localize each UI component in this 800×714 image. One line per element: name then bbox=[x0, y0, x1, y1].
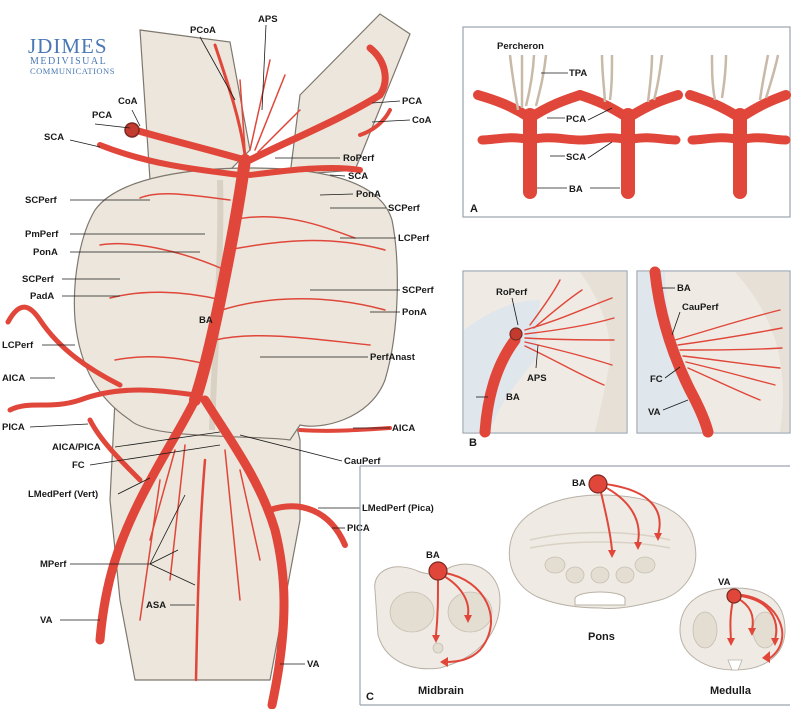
label-pona-left: PonA bbox=[33, 247, 58, 258]
label-pona-right: PonA bbox=[402, 307, 427, 318]
panel-c-medulla-section bbox=[679, 587, 786, 671]
left-vertebral-artery bbox=[95, 395, 200, 645]
label-scperf-right-top: SCPerf bbox=[388, 203, 421, 214]
label-lcperf-right: LCPerf bbox=[398, 233, 430, 244]
label-scperf-right-mid: SCPerf bbox=[402, 285, 435, 296]
anterior-spinal-artery bbox=[194, 458, 207, 682]
main-arteries bbox=[5, 43, 392, 710]
label-va-right: VA bbox=[307, 659, 320, 670]
label-pica-right: PICA bbox=[347, 523, 370, 534]
panel-c-pons-section bbox=[508, 474, 697, 609]
left-pca bbox=[131, 126, 249, 164]
panel-a-letter: A bbox=[470, 203, 478, 215]
label-aica-left: AICA bbox=[2, 373, 25, 384]
left-pica bbox=[87, 417, 143, 483]
panel-c-label-ba-pons: BA bbox=[572, 478, 586, 489]
label-sca-right: SCA bbox=[348, 171, 368, 182]
right-cerebral-peduncle bbox=[289, 13, 411, 176]
panel-c-midbrain-section bbox=[374, 561, 501, 670]
label-mperf: MPerf bbox=[40, 559, 67, 570]
label-pcoa: PCoA bbox=[190, 25, 216, 36]
label-pica-left: PICA bbox=[2, 422, 25, 433]
panel-a: Percheron TPA PCA SCA BA A bbox=[462, 26, 791, 218]
label-perfanast: PerfAnast bbox=[370, 352, 416, 363]
logo-line1: JDIMES bbox=[28, 34, 108, 58]
panel-a-variant-2 bbox=[575, 54, 683, 199]
label-fc: FC bbox=[72, 460, 85, 471]
panel-c-label-ba-midbrain: BA bbox=[426, 550, 440, 561]
panel-b-label-ba-right: BA bbox=[677, 283, 691, 294]
label-coa-left: CoA bbox=[118, 96, 138, 107]
right-sca bbox=[247, 164, 363, 178]
right-pca bbox=[246, 44, 389, 164]
left-sca bbox=[97, 142, 243, 178]
medulla bbox=[109, 399, 301, 681]
panel-b-label-va: VA bbox=[648, 407, 661, 418]
label-lcperf-left: LCPerf bbox=[2, 340, 34, 351]
label-va-left: VA bbox=[40, 615, 53, 626]
panel-a-label-sca: SCA bbox=[566, 152, 586, 163]
label-roperf: RoPerf bbox=[343, 153, 375, 164]
panel-b-label-cauperf: CauPerf bbox=[682, 302, 719, 313]
right-aica bbox=[298, 426, 392, 433]
left-aica bbox=[7, 387, 198, 413]
main-leaders bbox=[29, 24, 411, 665]
left-cerebral-peduncle bbox=[139, 29, 251, 191]
pcoa bbox=[213, 43, 247, 157]
panel-a-label-tpa: TPA bbox=[569, 68, 587, 79]
logo: JDIMES MEDIVISUAL COMMUNICATIONS bbox=[28, 34, 115, 76]
label-asa: ASA bbox=[146, 600, 166, 611]
label-aps: APS bbox=[258, 14, 278, 25]
label-pada: PadA bbox=[30, 291, 54, 302]
panel-c-label-va: VA bbox=[718, 577, 731, 588]
label-pca-left: PCA bbox=[92, 110, 112, 121]
pons bbox=[73, 167, 398, 441]
panel-a-label-ba: BA bbox=[569, 184, 583, 195]
label-pca-right: PCA bbox=[402, 96, 422, 107]
panel-c-title-pons: Pons bbox=[588, 631, 615, 643]
logo-line3: COMMUNICATIONS bbox=[30, 66, 115, 76]
right-pica bbox=[267, 503, 348, 548]
main-labels: PCoA APS CoA PCA SCA PCA CoA RoPerf SCA … bbox=[2, 14, 435, 670]
panel-b-label-fc: FC bbox=[650, 374, 663, 385]
label-cauperf: CauPerf bbox=[344, 456, 381, 467]
label-lmedperf-pica: LMedPerf (Pica) bbox=[362, 503, 434, 514]
right-vertebral-artery bbox=[200, 395, 289, 710]
panel-c-title-medulla: Medulla bbox=[710, 685, 752, 697]
label-lmedperf-vert: LMedPerf (Vert) bbox=[28, 489, 98, 500]
panel-c-letter: C bbox=[366, 691, 374, 703]
panel-a-variant-3 bbox=[685, 54, 791, 199]
right-coa bbox=[358, 108, 392, 137]
panel-a-label-percheron: Percheron bbox=[497, 41, 544, 52]
label-pmperf: PmPerf bbox=[25, 229, 59, 240]
label-aica-right: AICA bbox=[392, 423, 415, 434]
label-ba: BA bbox=[199, 315, 213, 326]
panel-b-label-ba-left: BA bbox=[506, 392, 520, 403]
label-scperf-left-top: SCPerf bbox=[25, 195, 58, 206]
panel-c: BA BA VA Pons Midbrain Medulla C bbox=[359, 465, 790, 706]
panel-a-label-pca: PCA bbox=[566, 114, 586, 125]
logo-line2: MEDIVISUAL bbox=[30, 56, 107, 67]
panel-b-label-aps: APS bbox=[527, 373, 547, 384]
basilar-artery bbox=[189, 154, 251, 406]
panel-b: RoPerf APS BA B BA CauPerf FC VA bbox=[462, 266, 791, 449]
label-aica-pica: AICA/PICA bbox=[52, 442, 101, 453]
label-scperf-left-mid: SCPerf bbox=[22, 274, 55, 285]
label-coa-right: CoA bbox=[412, 115, 432, 126]
panel-c-title-midbrain: Midbrain bbox=[418, 685, 464, 697]
label-pona-top: PonA bbox=[356, 189, 381, 200]
panel-b-label-roperf: RoPerf bbox=[496, 287, 528, 298]
panel-b-letter: B bbox=[469, 437, 477, 449]
label-sca-left: SCA bbox=[44, 132, 64, 143]
